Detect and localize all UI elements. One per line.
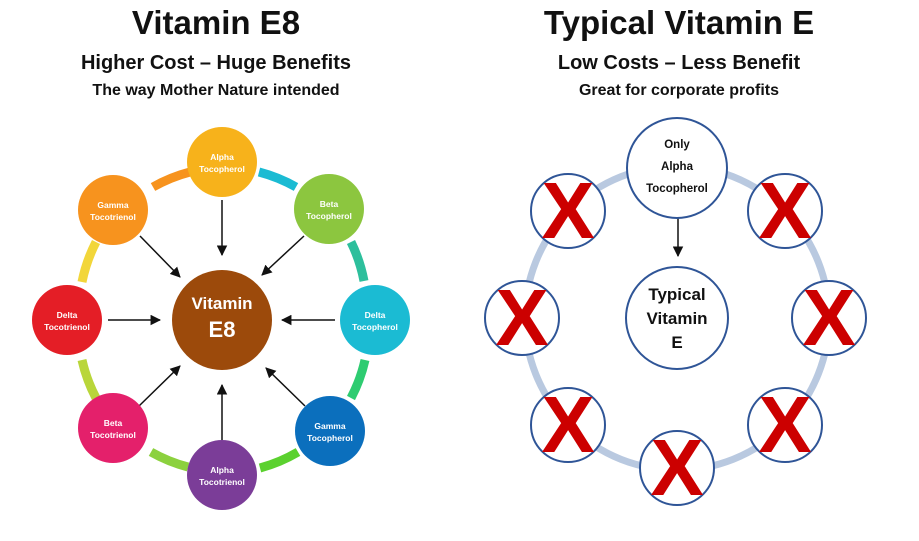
vitamin-e8-diagram: Vitamin E8 Alpha Tocopherol Beta Tocophe…: [32, 127, 410, 510]
node-circle: [530, 387, 606, 463]
center-circle: [172, 270, 272, 370]
node-label-line2: Tocopherol: [199, 164, 245, 174]
arrow: [139, 235, 181, 278]
right-tagline: Great for corporate profits: [578, 82, 780, 99]
x-mark-icon: X: [758, 166, 811, 255]
arrows: [108, 200, 335, 440]
typical-vitamin-e-diagram: Typical Vitamin E Only Alpha Tocopherol …: [484, 117, 867, 512]
node-circle: [639, 430, 715, 506]
node-circle: [791, 280, 867, 356]
x-mark-icon: X: [541, 166, 594, 255]
crossed-node: X: [747, 380, 823, 469]
left-tagline: The way Mother Nature intended: [92, 82, 340, 99]
arrow: [138, 365, 181, 407]
node-label-line1: Gamma: [314, 421, 345, 431]
center-label-line2: Vitamin: [646, 309, 707, 328]
right-title: Typical Vitamin E: [543, 4, 815, 41]
node-label-line2: Alpha: [661, 161, 694, 173]
node-label-line1: Gamma: [97, 200, 128, 210]
node-circle: [187, 440, 257, 510]
node-label-line3: Tocopherol: [646, 183, 708, 195]
node-label-line2: Tocopherol: [307, 433, 353, 443]
node-delta-tocopherol: Delta Tocopherol: [340, 285, 410, 355]
x-mark-icon: X: [541, 380, 594, 469]
crossed-node: X: [747, 166, 823, 255]
node-label-line1: Beta: [104, 418, 123, 428]
node-label-line2: Tocopherol: [306, 211, 352, 221]
x-mark-icon: X: [495, 273, 548, 362]
crossed-node: X: [530, 380, 606, 469]
node-beta-tocotrienol: Beta Tocotrienol: [78, 393, 148, 463]
node-alpha-tocopherol: Alpha Tocopherol: [187, 127, 257, 197]
node-gamma-tocopherol: Gamma Tocopherol: [295, 396, 365, 466]
node-circle: [32, 285, 102, 355]
node-beta-tocopherol: Beta Tocopherol: [294, 174, 364, 244]
node-label-line1: Alpha: [210, 152, 234, 162]
node-label-line1: Only: [664, 139, 690, 151]
top-node-alpha-tocopherol: Only Alpha Tocopherol: [626, 117, 728, 219]
node-label-line2: Tocotrienol: [44, 322, 90, 332]
node-label-line2: Tocotrienol: [90, 430, 136, 440]
node-circle: [340, 285, 410, 355]
node-label-line2: Tocotrienol: [199, 477, 245, 487]
center-label-line2: E8: [209, 317, 236, 342]
node-circle: [295, 396, 365, 466]
right-subtitle: Low Costs – Less Benefit: [557, 52, 801, 74]
node-circle: [294, 174, 364, 244]
node-circle: [187, 127, 257, 197]
crossed-node: X: [791, 273, 867, 362]
node-alpha-tocotrienol: Alpha Tocotrienol: [187, 440, 257, 510]
node-label-line1: Delta: [57, 310, 78, 320]
arrow: [265, 367, 306, 407]
node-circle: [747, 387, 823, 463]
x-mark-icon: X: [758, 380, 811, 469]
node-label-line1: Alpha: [210, 465, 234, 475]
center-circle: [625, 266, 729, 370]
node-circle: [484, 280, 560, 356]
crossed-node: X: [530, 166, 606, 255]
node-label-line1: Beta: [320, 199, 339, 209]
left-subtitle: Higher Cost – Huge Benefits: [80, 52, 352, 74]
node-label-line2: Tocopherol: [352, 322, 398, 332]
vitamin-e8-center: Vitamin E8: [172, 270, 272, 370]
x-mark-icon: X: [802, 273, 855, 362]
node-circle: [747, 173, 823, 249]
node-delta-tocotrienol: Delta Tocotrienol: [32, 285, 102, 355]
node-gamma-tocotrienol: Gamma Tocotrienol: [78, 175, 148, 245]
center-label-line1: Vitamin: [191, 294, 252, 313]
node-circle: [78, 393, 148, 463]
node-circle: [626, 117, 728, 219]
left-title: Vitamin E8: [131, 4, 301, 41]
node-label-line2: Tocotrienol: [90, 212, 136, 222]
node-label-line1: Delta: [365, 310, 386, 320]
node-circle: [78, 175, 148, 245]
arrow: [261, 235, 305, 276]
x-mark-icon: X: [650, 423, 703, 512]
center-circle-group: Typical Vitamin E: [625, 266, 729, 370]
crossed-node: X: [639, 423, 715, 512]
center-label-line3: E: [671, 333, 682, 352]
crossed-node: X: [484, 273, 560, 362]
center-label-line1: Typical: [648, 285, 705, 304]
node-circle: [530, 173, 606, 249]
